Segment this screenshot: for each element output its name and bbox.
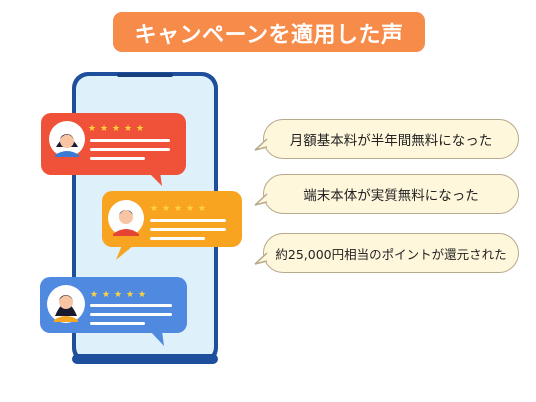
svg-text:★: ★ <box>138 290 146 300</box>
phone-review-illustration: ★ ★ ★ ★ ★ ★ ★ ★ ★ ★ <box>40 72 242 364</box>
review-bubble-2: 端末本体が実質無料になった <box>254 174 519 214</box>
review-text-1: 月額基本料が半年間無料になった <box>289 133 493 149</box>
svg-text:★: ★ <box>198 204 206 214</box>
svg-text:★: ★ <box>174 204 182 214</box>
review-card-1: ★ ★ ★ ★ ★ <box>41 113 186 186</box>
review-card-3: ★ ★ ★ ★ ★ <box>40 277 187 346</box>
star-rating-1: ★ ★ ★ ★ ★ <box>88 124 144 134</box>
svg-text:★: ★ <box>150 204 158 214</box>
review-bubble-3: 約25,000円相当のポイントが還元された <box>254 233 519 273</box>
review-text-3: 約25,000円相当のポイントが還元された <box>275 246 507 262</box>
star-rating-2: ★ ★ ★ ★ ★ <box>150 204 206 214</box>
review-bubble-1: 月額基本料が半年間無料になった <box>254 119 519 159</box>
svg-text:★: ★ <box>112 124 120 134</box>
svg-text:★: ★ <box>136 124 144 134</box>
svg-text:★: ★ <box>90 290 98 300</box>
svg-text:★: ★ <box>162 204 170 214</box>
page-title: キャンペーンを適用した声 <box>113 12 425 52</box>
review-text-2: 端末本体が実質無料になった <box>303 188 479 204</box>
svg-text:★: ★ <box>88 124 96 134</box>
svg-text:★: ★ <box>100 124 108 134</box>
svg-text:★: ★ <box>102 290 110 300</box>
svg-text:★: ★ <box>124 124 132 134</box>
bubble-tail <box>254 138 268 151</box>
svg-text:★: ★ <box>126 290 134 300</box>
svg-text:★: ★ <box>114 290 122 300</box>
bubble-tail <box>254 252 268 265</box>
star-rating-3: ★ ★ ★ ★ ★ <box>90 290 146 300</box>
svg-text:★: ★ <box>186 204 194 214</box>
review-card-2: ★ ★ ★ ★ ★ <box>102 191 242 260</box>
bubble-tail <box>254 193 268 206</box>
